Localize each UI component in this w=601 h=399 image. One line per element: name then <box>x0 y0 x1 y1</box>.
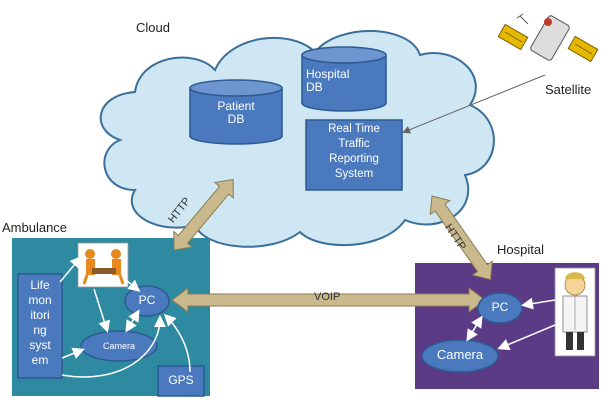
hospital-db-label: Hospital DB <box>306 67 358 95</box>
ambulance-camera-node <box>80 330 158 362</box>
traffic-system-line3: Reporting <box>329 152 379 165</box>
hospital-db-cylinder <box>301 46 387 112</box>
life-monitoring-line5: syst <box>29 338 51 352</box>
hospital-camera-node <box>421 339 499 373</box>
ambulance-label: Ambulance <box>2 220 68 235</box>
gps-box <box>157 365 205 397</box>
life-monitoring-box <box>17 273 63 379</box>
hospital-connections <box>466 297 556 351</box>
life-monitoring-line6: em <box>31 353 49 367</box>
life-monitoring-line2: mon <box>28 293 52 307</box>
patient-db-label-line2: DB <box>227 112 245 127</box>
cloud-shape <box>99 30 495 248</box>
paramedic-icon <box>77 242 129 288</box>
satellite-link-line <box>402 74 546 134</box>
life-monitoring-line3: itori <box>30 308 50 322</box>
traffic-system-line1: Real Time <box>328 123 380 135</box>
http-left-arrow <box>173 178 234 251</box>
ambulance-connections <box>59 255 191 378</box>
traffic-system-box <box>305 119 403 191</box>
doctor-icon <box>554 267 596 357</box>
traffic-system-line4: System <box>334 167 374 180</box>
life-monitoring-label: Life mon itori ng syst em <box>18 278 62 368</box>
gps-label: GPS <box>168 373 194 387</box>
ambulance-camera-label: Camera <box>102 341 135 351</box>
traffic-system-line2: Traffic <box>338 137 370 150</box>
life-monitoring-line1: Life <box>30 278 50 292</box>
hospital-db-label-line2: DB <box>306 80 323 95</box>
satellite-label: Satellite <box>545 82 592 97</box>
hospital-camera-label: Camera <box>436 347 484 362</box>
ambulance-pc-node <box>124 285 170 317</box>
ambulance-pc-label: PC <box>138 293 156 307</box>
voip-label: VOIP <box>314 291 341 303</box>
life-monitoring-line4: ng <box>33 323 47 337</box>
satellite-icon <box>497 13 599 63</box>
patient-db-cylinder <box>189 79 283 145</box>
cloud-label: Cloud <box>136 20 170 35</box>
http-right-arrow <box>429 195 493 281</box>
patient-db-label-line1: Patient <box>217 99 255 113</box>
hospital-pc-label: PC <box>491 300 509 314</box>
hospital-db-label-line1: Hospital <box>306 67 350 81</box>
patient-db-label: Patient DB <box>190 99 282 127</box>
hospital-label: Hospital <box>497 242 544 257</box>
traffic-system-label: Real Time Traffic Reporting System <box>306 122 402 182</box>
